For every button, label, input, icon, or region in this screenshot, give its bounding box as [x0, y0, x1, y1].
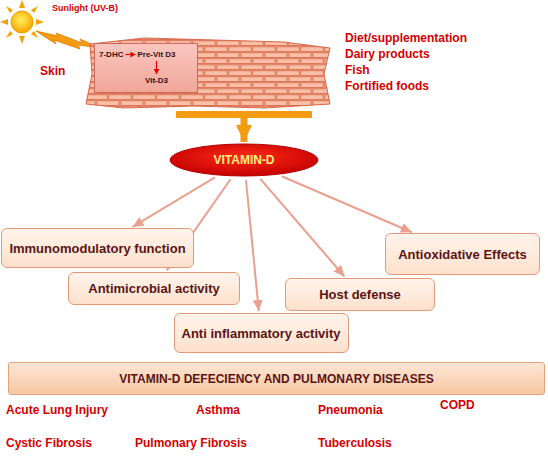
sun-rays: [0, 0, 44, 44]
disease-name: Pneumonia: [318, 403, 383, 417]
vitamin-ellipse: VITAMIN-D: [169, 143, 319, 177]
function-box: Anti inflammatory activity: [174, 313, 349, 353]
source-label: Sunlight (UV-B): [52, 3, 118, 13]
disease-band: VITAMIN-D DEFECIENCY AND PULMONARY DISEA…: [8, 362, 545, 395]
disease-name: Acute Lung Injury: [6, 403, 108, 417]
function-box: Immunomodulatory function: [1, 228, 194, 268]
diet-source: Dairy products: [345, 47, 430, 61]
reaction-arrow: [156, 61, 157, 74]
ellipse-outline: [170, 144, 318, 176]
band-title: VITAMIN-D DEFECIENCY AND PULMONARY DISEA…: [119, 372, 433, 386]
function-text: Antioxidative Effects: [398, 247, 527, 262]
synthesis-box: 7-DHC Pre-Vit D3 Vit-D3: [94, 43, 198, 93]
compound-name: 7-DHC: [99, 50, 123, 59]
function-box: Host defense: [285, 278, 435, 311]
disease-name: Cystic Fibrosis: [6, 436, 92, 450]
function-box: Antioxidative Effects: [385, 233, 540, 275]
disease-name: Tuberculosis: [318, 436, 392, 450]
sun-disc: [11, 11, 33, 33]
effect-arrow: [260, 179, 344, 277]
source-arrow: [241, 114, 248, 142]
effect-arrow: [282, 176, 412, 232]
diet-source: Fortified foods: [345, 79, 429, 93]
reaction-arrow: [125, 54, 135, 55]
function-box: Antimicrobial activity: [68, 272, 240, 305]
function-text: Antimicrobial activity: [88, 281, 219, 296]
effect-arrow: [246, 180, 259, 311]
compound-name: Pre-Vit D3: [137, 50, 175, 59]
disease-name: COPD: [440, 398, 475, 412]
function-text: Host defense: [319, 287, 401, 302]
disease-name: Asthma: [196, 403, 240, 417]
function-text: Anti inflammatory activity: [182, 326, 341, 341]
function-text: Immunomodulatory function: [9, 241, 185, 256]
disease-name: Pulmonary Fibrosis: [135, 436, 247, 450]
skin-region: Skin 7-DHC Pre-Vit D3 Vit-D3: [36, 34, 334, 110]
compound-name: Vit-D3: [145, 76, 168, 85]
vitamin-title: VITAMIN-D: [213, 153, 274, 167]
diet-source: Fish: [345, 63, 370, 77]
skin-layer: [86, 38, 330, 108]
skin-label: Skin: [40, 64, 65, 78]
diet-source: Diet/supplementation: [345, 31, 467, 45]
